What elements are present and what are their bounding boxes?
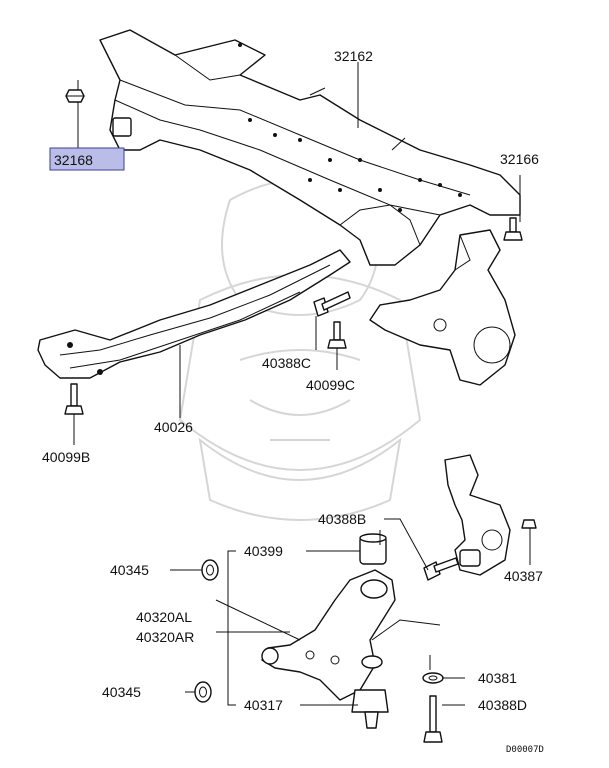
leader-lines	[73, 62, 531, 706]
svg-text:40345: 40345	[102, 684, 141, 700]
svg-text:40345: 40345	[110, 562, 149, 578]
callout-32168[interactable]: 32168	[49, 147, 125, 171]
watermark-emblem	[178, 179, 422, 521]
bolt-part[interactable]	[64, 383, 84, 415]
knuckle-part[interactable]	[369, 229, 516, 386]
nut-part[interactable]	[65, 89, 85, 103]
diagram-code: D00007D	[506, 745, 544, 755]
callout-40317[interactable]: 40317	[244, 697, 283, 713]
svg-text:40099B: 40099B	[42, 449, 90, 465]
washer-part[interactable]	[201, 559, 219, 581]
callout-40387[interactable]: 40387	[504, 568, 543, 584]
callout-32166[interactable]: 32166	[500, 151, 539, 167]
callout-40345-upper[interactable]: 40345	[110, 562, 149, 578]
callout-40345-lower[interactable]: 40345	[102, 684, 141, 700]
svg-text:40388D: 40388D	[478, 697, 527, 713]
svg-text:32168: 32168	[54, 152, 93, 168]
svg-text:40388B: 40388B	[318, 511, 366, 527]
bushing-part[interactable]	[359, 533, 387, 565]
svg-text:40387: 40387	[504, 568, 543, 584]
callout-40381[interactable]: 40381	[478, 670, 517, 686]
washer-part[interactable]	[422, 672, 444, 684]
svg-text:40099C: 40099C	[306, 377, 355, 393]
washer-part[interactable]	[194, 681, 212, 703]
bolt-part[interactable]	[327, 321, 347, 349]
knuckle-lower-part[interactable]	[444, 454, 511, 576]
bolt-part[interactable]	[521, 519, 537, 529]
svg-text:40317: 40317	[244, 697, 283, 713]
callout-40320AR[interactable]: 40320AR	[136, 629, 194, 645]
bolt-part[interactable]	[503, 217, 523, 241]
callout-40099C[interactable]: 40099C	[306, 377, 355, 393]
callout-40320AL[interactable]: 40320AL	[136, 609, 192, 625]
bolt-part[interactable]	[423, 557, 459, 581]
bolt-part[interactable]	[313, 291, 351, 317]
callout-40399[interactable]: 40399	[244, 543, 283, 559]
crossmember-part[interactable]	[99, 29, 521, 266]
svg-text:32166: 32166	[500, 151, 539, 167]
callout-40388D[interactable]: 40388D	[478, 697, 527, 713]
svg-text:40381: 40381	[478, 670, 517, 686]
svg-text:40399: 40399	[244, 543, 283, 559]
front-bar-part[interactable]	[37, 249, 351, 379]
svg-text:40320AL: 40320AL	[136, 609, 192, 625]
svg-text:40388C: 40388C	[262, 355, 311, 371]
svg-text:40320AR: 40320AR	[136, 629, 194, 645]
callout-40388B[interactable]: 40388B	[318, 511, 366, 527]
lower-arm-part[interactable]	[261, 569, 396, 729]
bolt-part[interactable]	[423, 695, 443, 743]
callout-40388C[interactable]: 40388C	[262, 355, 311, 371]
svg-text:40026: 40026	[154, 419, 193, 435]
callout-32162[interactable]: 32162	[334, 48, 373, 64]
svg-text:32162: 32162	[334, 48, 373, 64]
callout-40099B[interactable]: 40099B	[42, 449, 90, 465]
callout-40026[interactable]: 40026	[154, 419, 193, 435]
